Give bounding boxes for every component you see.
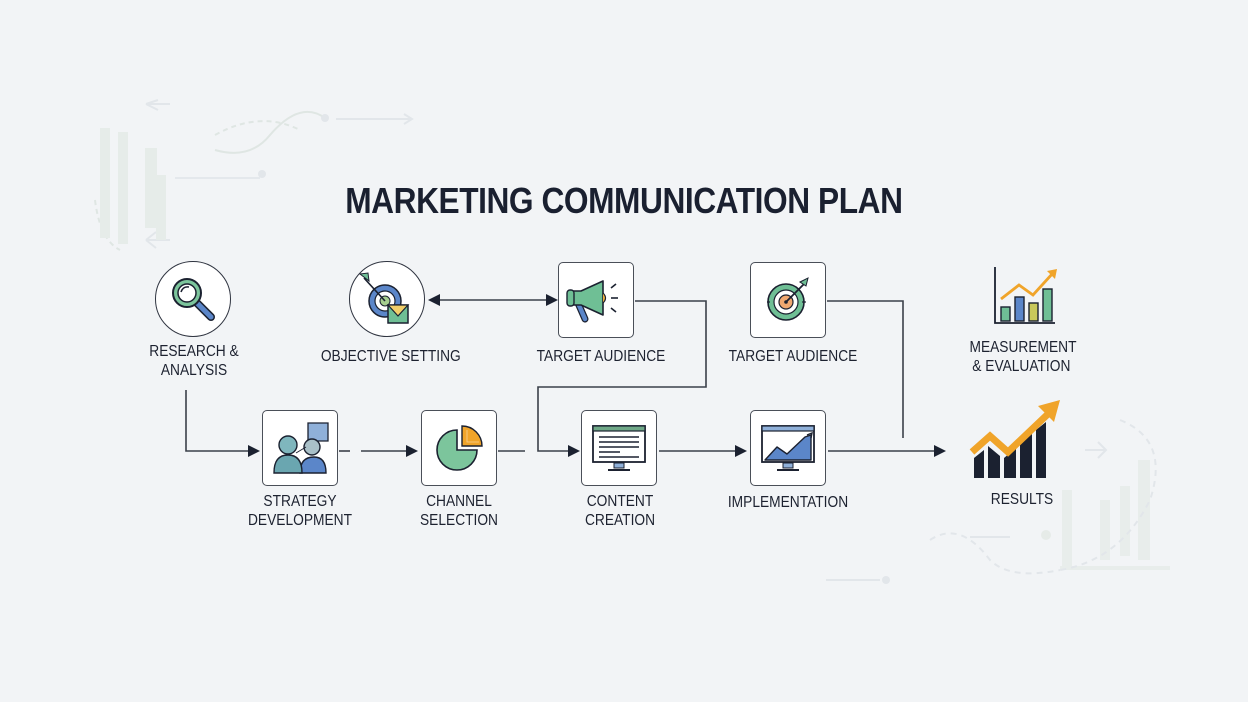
node-label: MEASUREMENT & EVALUATION [969,339,1077,375]
node-label: OBJECTIVE SETTING [320,348,461,365]
node-circle [155,261,231,337]
target-envelope-icon [358,272,410,324]
node-label: CHANNEL SELECTION [420,493,498,529]
node-label: IMPLEMENTATION [727,494,849,511]
node-label: TARGET AUDIENCE [536,348,666,365]
node-circle [349,261,425,337]
monitor-chart-icon [761,425,815,471]
node-box [421,410,497,486]
node-label: CONTENT CREATION [584,493,656,529]
node-label: STRATEGY DEVELOPMENT [247,493,352,529]
node-icon-area [966,400,1066,482]
node-box [750,262,826,338]
bullseye-icon [767,277,809,321]
page-title: MARKETING COMMUNICATION PLAN [345,180,903,221]
node-box [750,410,826,486]
monitor-document-icon [592,425,646,471]
growth-bars-icon [969,400,1060,478]
node-icon-area [978,260,1068,330]
bar-chart-trend-icon [994,267,1057,324]
megaphone-icon [566,280,618,323]
node-label: RESEARCH & ANALYSIS [149,343,239,379]
node-box [262,410,338,486]
pie-chart-icon [436,425,483,471]
node-label: TARGET AUDIENCE [728,348,858,365]
magnifier-icon [172,278,215,321]
node-box [558,262,634,338]
node-label: RESULTS [990,491,1054,508]
node-box [581,410,657,486]
people-discussion-icon [273,422,329,474]
